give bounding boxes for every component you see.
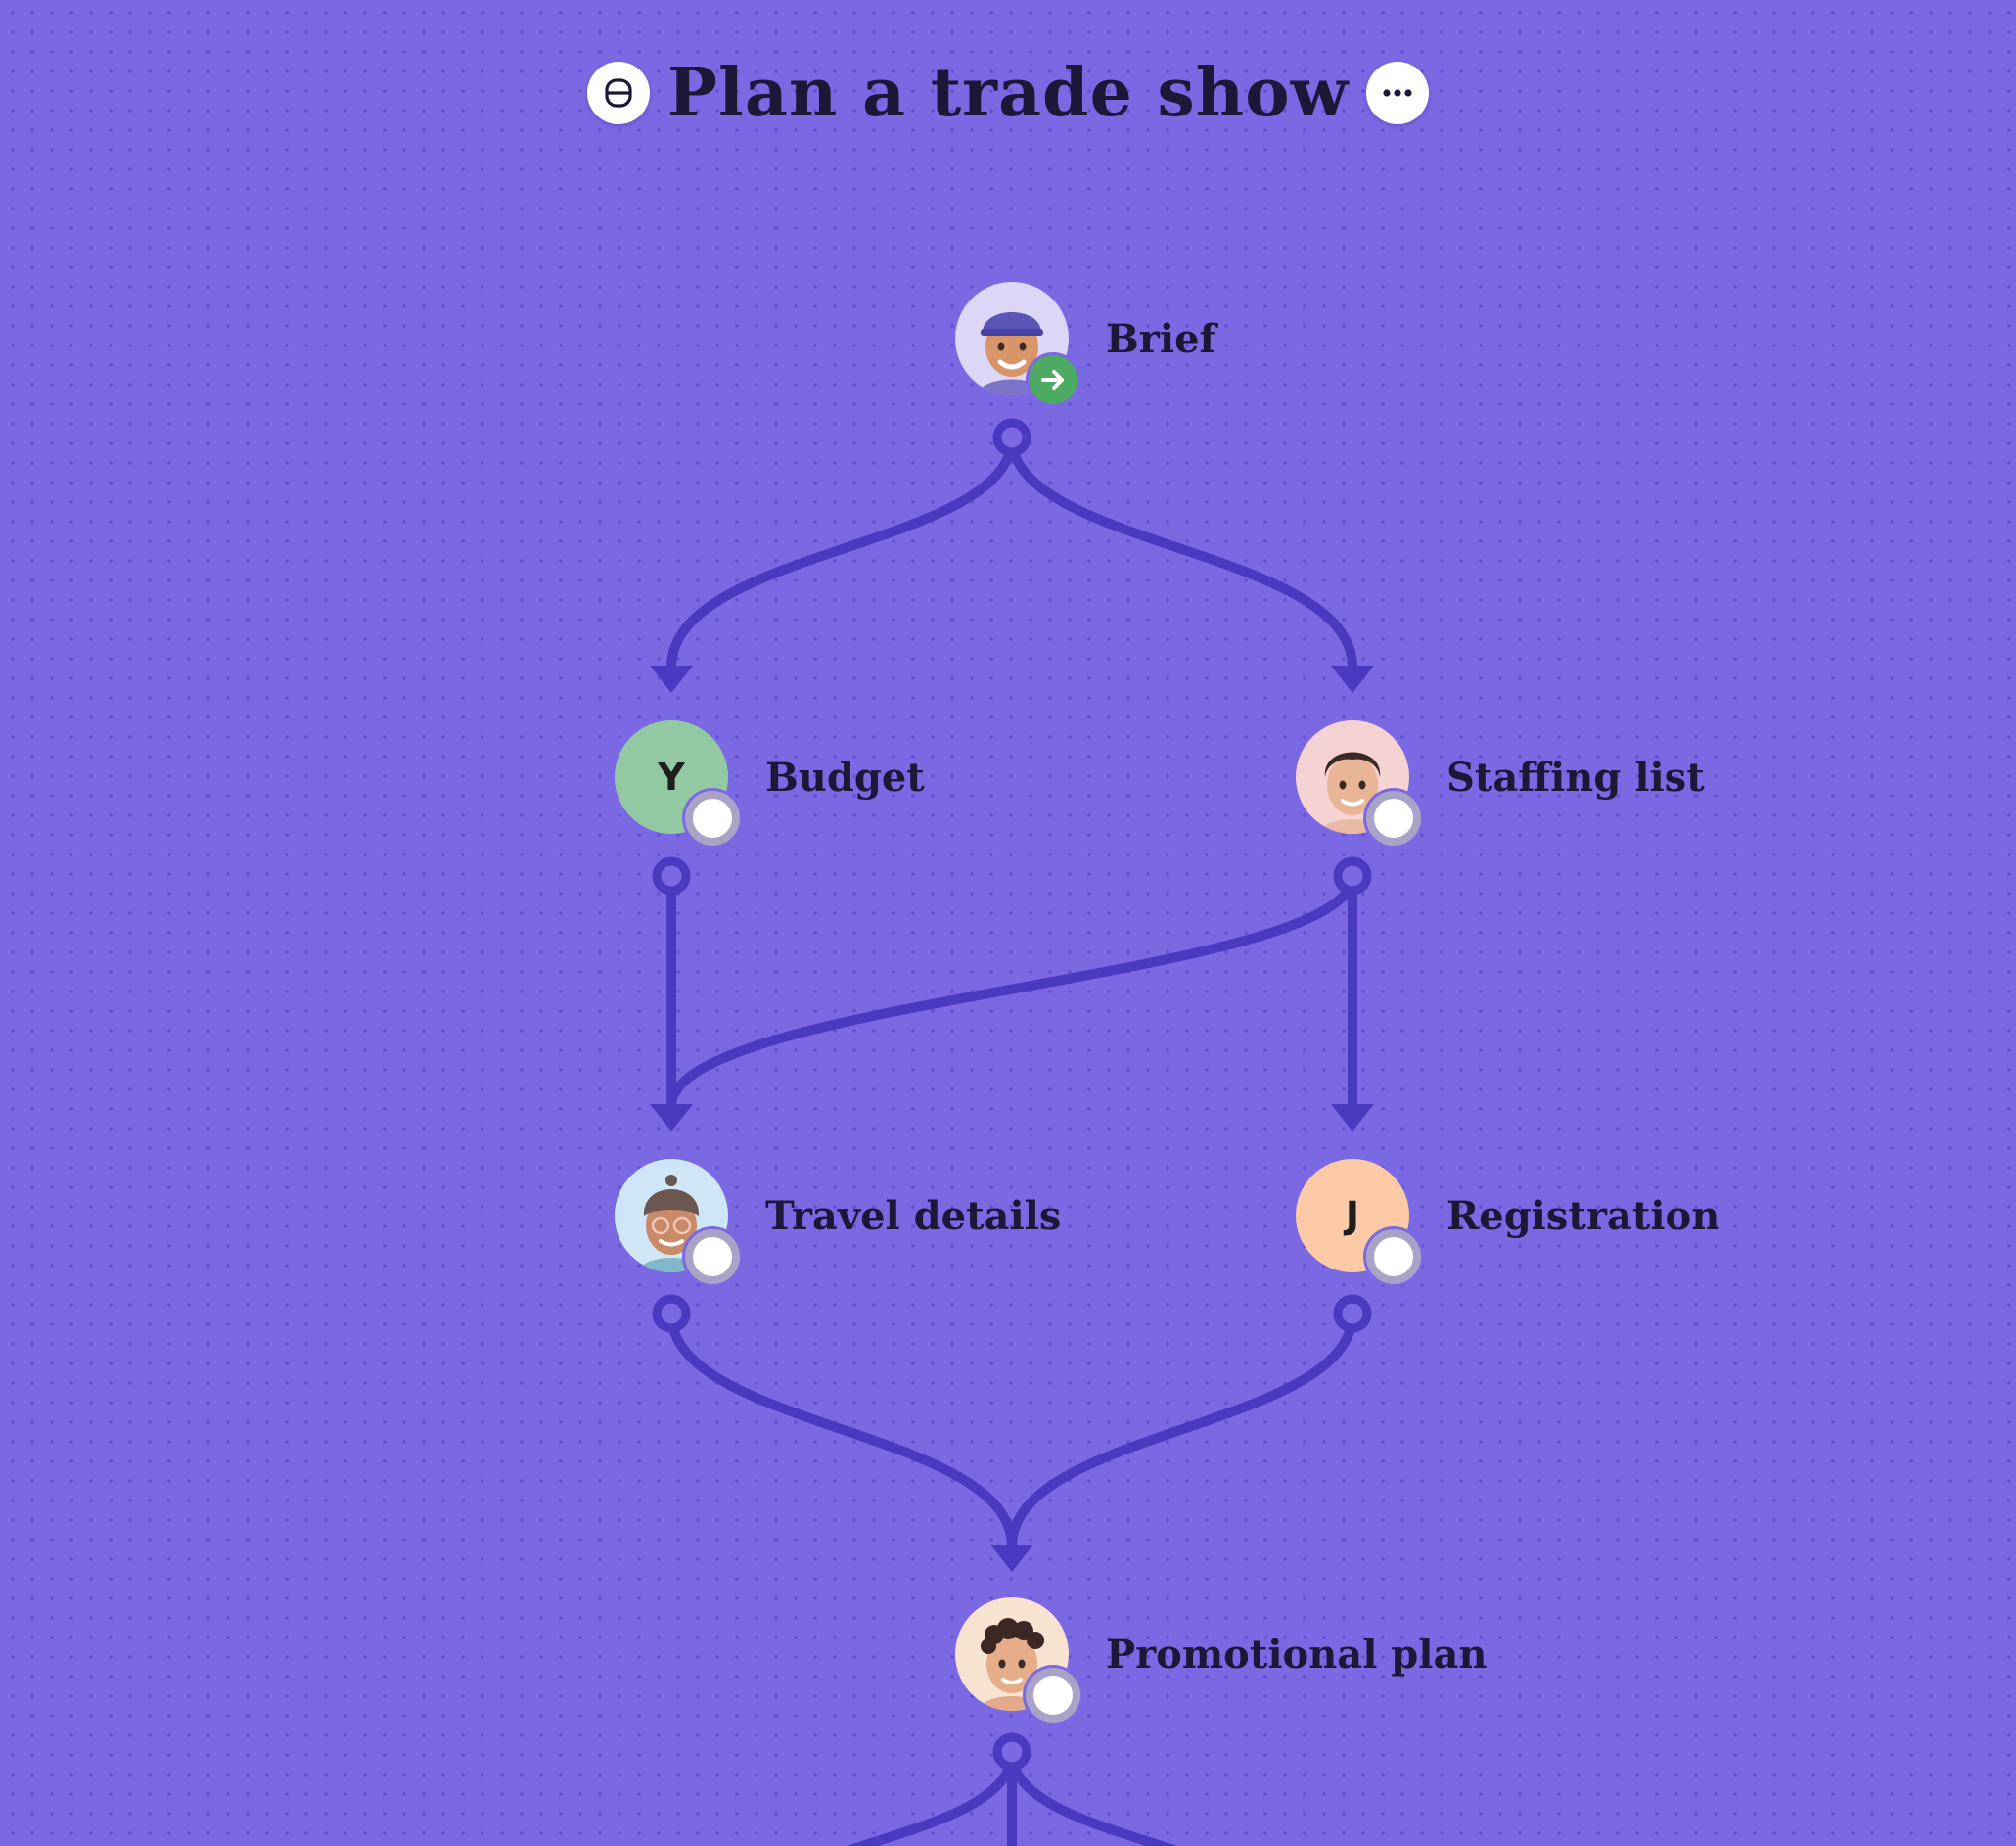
step-node-registration[interactable]: J Registration: [1296, 1159, 1719, 1272]
connector-brief-staffing: [1012, 438, 1352, 668]
connector-promotional-next-right: [1012, 1752, 1202, 1846]
connector-brief-budget: [671, 438, 1012, 668]
step-node-travel-details[interactable]: Travel details: [615, 1159, 1061, 1272]
step-node-brief[interactable]: Brief: [955, 282, 1216, 395]
step-label: Travel details: [765, 1193, 1061, 1239]
workflow-icon-button[interactable]: [587, 62, 650, 124]
avatar[interactable]: J: [1296, 1159, 1409, 1272]
status-pending-badge[interactable]: [1366, 791, 1421, 846]
output-handle-brief[interactable]: [997, 423, 1027, 452]
status-pending-badge[interactable]: [1366, 1229, 1421, 1284]
more-options-button[interactable]: [1366, 62, 1429, 124]
step-label: Brief: [1106, 316, 1216, 362]
arrowhead-staffing: [1331, 666, 1374, 693]
arrowhead-registration: [1331, 1104, 1374, 1131]
output-handle-registration[interactable]: [1338, 1299, 1367, 1328]
step-label: Promotional plan: [1106, 1632, 1487, 1678]
step-label: Staffing list: [1446, 755, 1705, 801]
avatar[interactable]: [1296, 720, 1409, 834]
arrowhead-travel: [650, 1104, 693, 1131]
connector-staffing-travel: [671, 876, 1352, 1106]
workflow-header: Plan a trade show: [0, 54, 2016, 132]
arrowhead-promotional: [990, 1545, 1033, 1572]
step-node-promotional-plan[interactable]: Promotional plan: [955, 1597, 1487, 1711]
arrow-right-icon: [1038, 365, 1068, 394]
step-label: Registration: [1446, 1193, 1719, 1239]
connector-travel-promotional: [671, 1314, 1012, 1546]
avatar[interactable]: Y: [615, 720, 728, 834]
step-label: Budget: [765, 755, 925, 801]
step-node-budget[interactable]: Y Budget: [615, 720, 925, 834]
arrowhead-budget: [650, 666, 693, 693]
workflow-icon: [602, 76, 635, 110]
avatar-initial: Y: [658, 756, 685, 799]
more-options-icon: [1381, 88, 1414, 98]
output-handle-travel[interactable]: [657, 1299, 686, 1328]
output-handle-staffing[interactable]: [1338, 861, 1367, 891]
status-pending-badge[interactable]: [1026, 1668, 1080, 1723]
connector-promotional-next-left: [822, 1752, 1012, 1846]
output-handle-promotional[interactable]: [997, 1737, 1027, 1767]
status-pending-badge[interactable]: [685, 791, 740, 846]
step-node-staffing-list[interactable]: Staffing list: [1296, 720, 1705, 834]
avatar[interactable]: [615, 1159, 728, 1272]
connector-registration-promotional: [1012, 1314, 1352, 1546]
avatar[interactable]: [955, 282, 1069, 395]
page-title: Plan a trade show: [664, 54, 1352, 132]
avatar-initial: J: [1346, 1194, 1359, 1237]
status-pending-badge[interactable]: [685, 1229, 740, 1284]
status-started-badge[interactable]: [1026, 352, 1080, 407]
output-handle-budget[interactable]: [657, 861, 686, 891]
avatar[interactable]: [955, 1597, 1069, 1711]
